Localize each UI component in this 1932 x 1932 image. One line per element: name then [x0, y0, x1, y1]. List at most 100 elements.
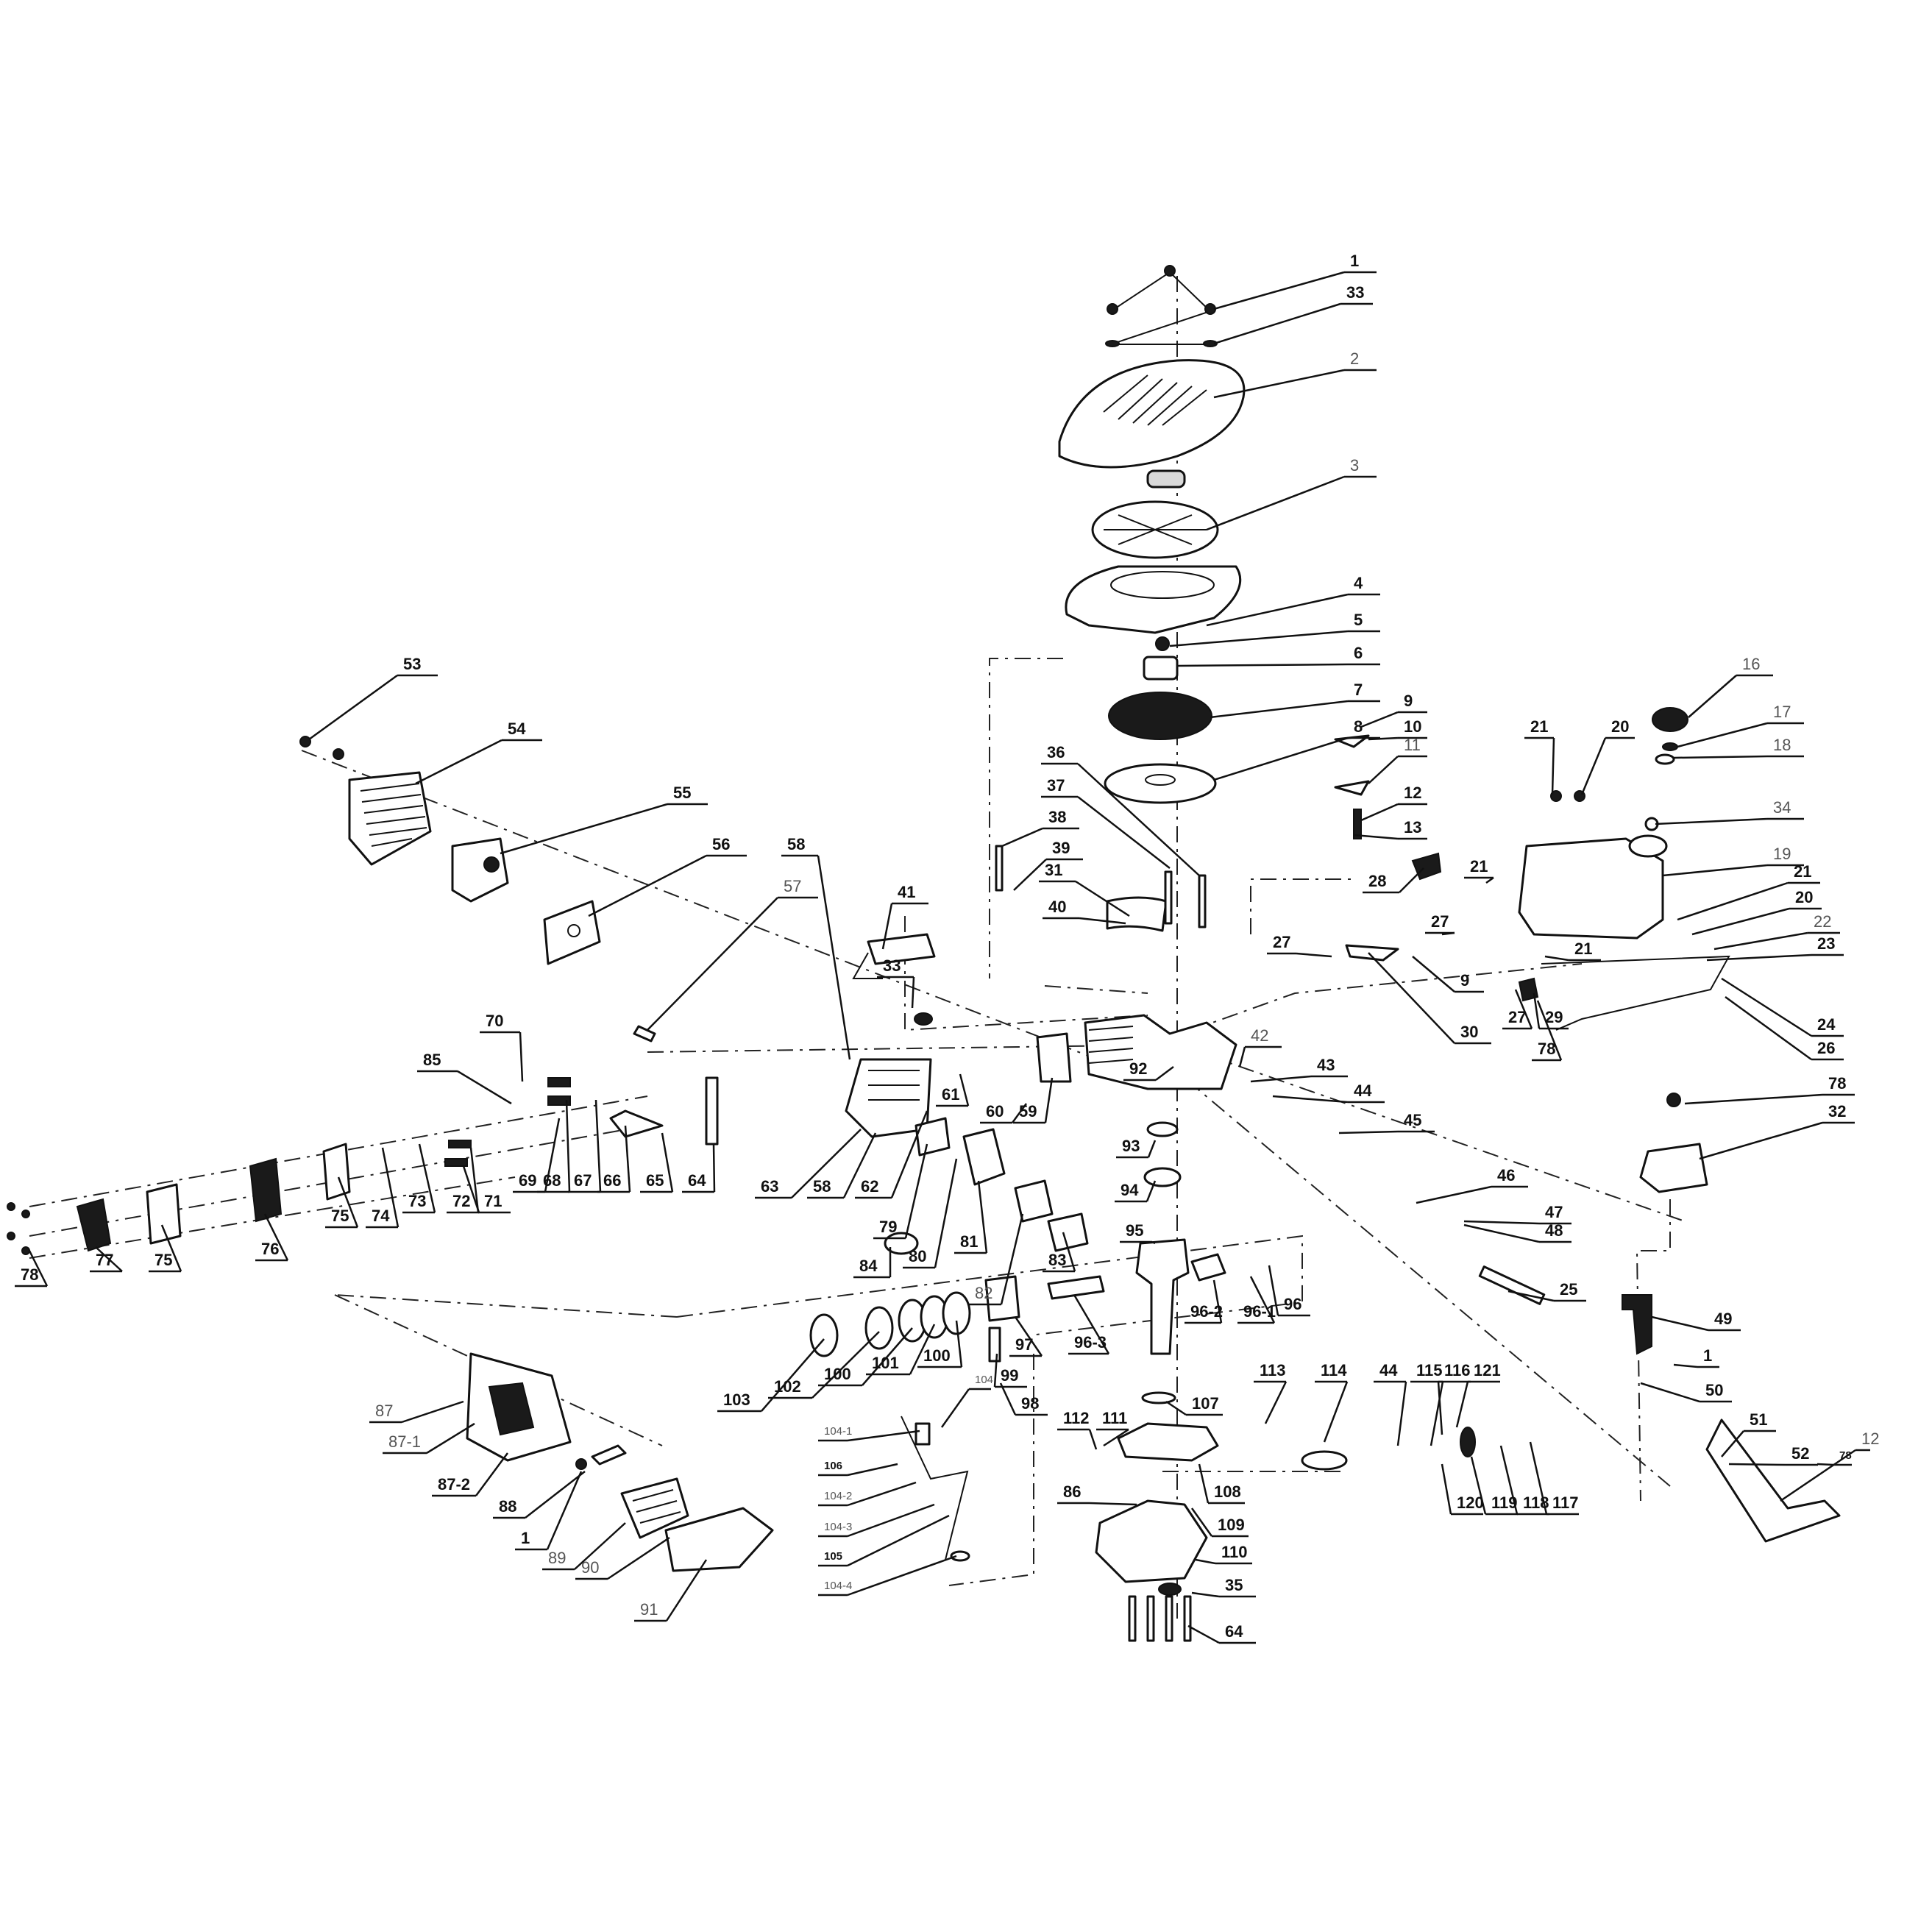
crankshaft-shape [1135, 1238, 1190, 1355]
callout-7: 7 [1354, 681, 1363, 699]
callout-61: 61 [942, 1085, 959, 1104]
muffler-guard-shape [348, 771, 432, 866]
leader-line [1399, 867, 1424, 893]
cap-gasket-17 [1662, 742, 1678, 751]
leader-line [665, 1559, 708, 1622]
leader-line [847, 1481, 917, 1507]
leader-line [624, 1125, 631, 1193]
crankcase-cover-shape [1095, 1499, 1208, 1583]
callout-96: 96 [1284, 1295, 1301, 1313]
stud-38 [995, 845, 1004, 892]
leader-line [475, 1452, 509, 1496]
callout-13: 13 [1404, 818, 1421, 837]
callout-85: 85 [423, 1051, 441, 1069]
leader-line [1147, 1140, 1157, 1158]
callout-47: 47 [1545, 1203, 1563, 1221]
leader-line [1368, 756, 1399, 784]
leader-line [1073, 1294, 1110, 1354]
leader-line [911, 976, 915, 1009]
callout-1: 1 [521, 1529, 530, 1547]
callout-107: 107 [1192, 1394, 1219, 1413]
leader-line [1213, 302, 1341, 345]
axis-line-tank [1191, 963, 1583, 1031]
leader-line [1250, 1075, 1312, 1083]
callout-103: 103 [723, 1391, 750, 1409]
leader-line [847, 1555, 957, 1597]
leader-line [95, 1246, 123, 1272]
leader-line [1296, 952, 1332, 958]
callout-6: 6 [1354, 644, 1363, 662]
rod-cap-96-2 [1190, 1253, 1226, 1282]
callout-62: 62 [861, 1177, 878, 1196]
callout-102: 102 [774, 1377, 801, 1396]
callout-105: 105 [824, 1550, 842, 1563]
callout-32: 32 [1828, 1102, 1846, 1121]
leader-line [588, 854, 707, 917]
callout-73: 73 [408, 1192, 426, 1210]
gasket-75b [322, 1143, 351, 1201]
seal-93 [1146, 1121, 1179, 1137]
leader-line [574, 1522, 626, 1570]
leader-line [544, 1118, 561, 1193]
callout-21: 21 [1794, 862, 1811, 881]
leader-line [1075, 880, 1130, 917]
callout-104: 104 [975, 1374, 993, 1386]
axis-line-coil [904, 916, 1148, 1031]
callout-34: 34 [1773, 798, 1791, 817]
gasket-108 [1117, 1422, 1219, 1462]
callout-104-2: 104-2 [824, 1490, 852, 1502]
leader-line [546, 1471, 583, 1550]
leader-line [1169, 630, 1349, 647]
callout-108: 108 [1214, 1482, 1241, 1501]
cap-nut-left [1107, 303, 1118, 315]
leader-line [1191, 1591, 1220, 1598]
callout-70: 70 [486, 1012, 503, 1030]
control-bracket-32 [1639, 1143, 1708, 1193]
callout-20: 20 [1611, 717, 1629, 736]
leader-line [1206, 475, 1345, 531]
callout-10: 10 [1404, 717, 1421, 736]
leader-line [999, 1382, 1017, 1416]
leader-line [1088, 1429, 1098, 1450]
callout-97: 97 [1015, 1335, 1033, 1354]
callout-84: 84 [859, 1257, 878, 1275]
leader-line [993, 1353, 998, 1388]
callout-67: 67 [574, 1171, 592, 1190]
callout-99: 99 [1001, 1366, 1018, 1385]
leader-line [1677, 722, 1768, 748]
cylinder-gasket [1036, 1032, 1072, 1083]
leader-line [940, 1388, 970, 1428]
leader-line [1013, 859, 1047, 891]
leader-line [1079, 917, 1126, 925]
leader-line [1206, 593, 1349, 627]
air-guide-shape [1106, 896, 1168, 932]
callout-96-2: 96-2 [1190, 1302, 1223, 1321]
leader-line [607, 1536, 670, 1580]
callout-35: 35 [1225, 1576, 1243, 1594]
axis-line-spark [647, 1044, 1178, 1053]
leader-line [890, 1110, 928, 1198]
leader-line [1001, 827, 1043, 848]
leader-line [1728, 1463, 1786, 1466]
ring-100b [942, 1291, 971, 1335]
callout-78: 78 [1839, 1449, 1852, 1462]
leader-line [28, 1250, 49, 1287]
axis-line-blower [989, 658, 1063, 979]
callout-96-1: 96-1 [1243, 1302, 1276, 1321]
leader-line [381, 1147, 399, 1228]
leader-line [462, 1165, 480, 1213]
leader-line [1213, 369, 1345, 399]
callout-1: 1 [1350, 252, 1359, 270]
leader-line [1213, 271, 1345, 310]
flywheel-fan-shape [1108, 692, 1212, 740]
tank-bolt-21a [1550, 790, 1562, 802]
callout-46: 46 [1497, 1166, 1515, 1185]
starter-handle [1146, 469, 1186, 489]
callout-2: 2 [1350, 349, 1359, 368]
leader-line [847, 1514, 950, 1567]
callout-64: 64 [688, 1171, 706, 1190]
leader-line [959, 1073, 970, 1107]
blower-opening [1110, 571, 1215, 599]
ignition-lead [852, 952, 883, 979]
